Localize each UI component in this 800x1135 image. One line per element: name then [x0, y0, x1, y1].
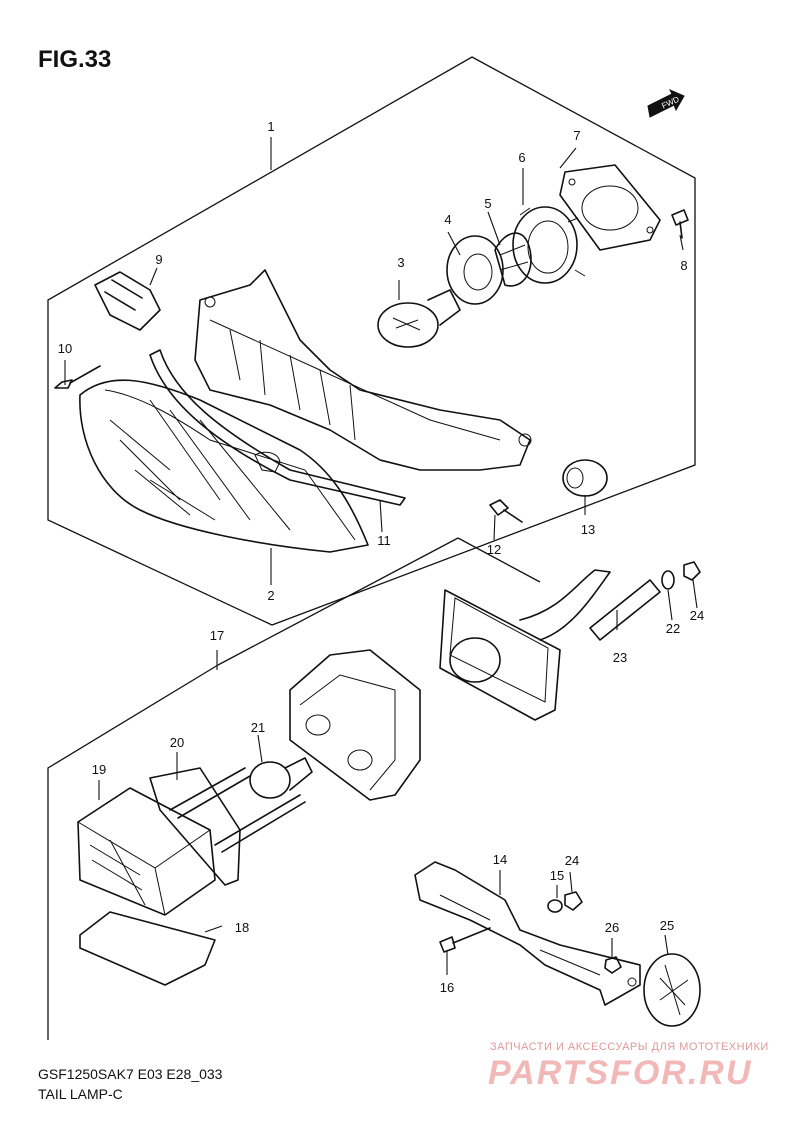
callout-10: 10 [58, 341, 72, 356]
washer-part-22 [661, 570, 675, 590]
callout-6: 6 [518, 150, 525, 165]
callout-3: 3 [397, 255, 404, 270]
callout-8: 8 [680, 258, 687, 273]
reflector-part-25 [643, 953, 701, 1027]
callout-24-lower: 24 [565, 853, 579, 868]
screw-part-12 [489, 499, 523, 523]
upper-assembly-frame [47, 56, 696, 626]
gasket-part-11 [149, 349, 406, 506]
diagram-title: TAIL LAMP-C [38, 1086, 123, 1102]
figure-title: FIG.33 [38, 46, 112, 73]
nut-part-26 [604, 956, 622, 974]
lower-frame-top-edge [217, 537, 459, 666]
grommet-part-13 [562, 459, 608, 497]
screw-part-16 [439, 927, 491, 953]
lens-part-19 [77, 787, 216, 916]
callout-22: 22 [666, 621, 680, 636]
clip-part-9 [94, 271, 161, 331]
callout-25: 25 [660, 918, 674, 933]
callout-9: 9 [155, 252, 162, 267]
lens-part-2 [79, 379, 369, 553]
lower-assembly-frame [47, 537, 541, 1040]
mounting-studs [169, 767, 306, 853]
callout-13: 13 [581, 522, 595, 537]
callout-leader-lines [64, 137, 698, 975]
watermark-tagline: ЗАПЧАСТИ И АКСЕССУАРЫ ДЛЯ МОТОТЕХНИКИ [490, 1041, 769, 1053]
license-lamp-body-part-17 [289, 569, 611, 801]
callout-4: 4 [444, 212, 451, 227]
watermark-logo: PARTSFOR.RU [488, 1054, 753, 1092]
callout-1: 1 [267, 119, 274, 134]
callout-17: 17 [210, 628, 224, 643]
diagram-code: GSF1250SAK7 E03 E28_033 [38, 1066, 223, 1082]
screw-part-8 [671, 209, 689, 239]
fwd-label: FWD [660, 95, 681, 111]
screw-part-10 [54, 365, 101, 389]
bulb-part-21 [249, 757, 313, 799]
bulb-part-3 [377, 289, 461, 348]
callout-16: 16 [440, 980, 454, 995]
callout-26: 26 [605, 920, 619, 935]
callout-23: 23 [613, 650, 627, 665]
seal-plate-part-18 [79, 911, 216, 986]
callout-7: 7 [573, 128, 580, 143]
callout-12: 12 [487, 542, 501, 557]
callout-5: 5 [484, 196, 491, 211]
cover-plate-part-7 [559, 164, 661, 251]
nut-part-24-upper [683, 561, 701, 581]
callout-14: 14 [493, 852, 507, 867]
callout-19: 19 [92, 762, 106, 777]
callout-24-upper: 24 [690, 608, 704, 623]
callout-11: 11 [377, 533, 391, 548]
callout-15: 15 [550, 868, 564, 883]
socket-seal-part-5 [494, 232, 532, 287]
gasket-part-20 [149, 767, 241, 886]
spacer-part-23 [589, 579, 661, 641]
callout-18: 18 [235, 920, 249, 935]
washer-part-15 [547, 899, 563, 913]
nut-part-24-lower [564, 891, 583, 911]
callout-2: 2 [267, 588, 274, 603]
callout-21: 21 [251, 720, 265, 735]
bracket-part-14 [414, 861, 641, 1006]
fwd-arrow-icon: FWD [647, 89, 685, 118]
callout-20: 20 [170, 735, 184, 750]
housing-part-1 [194, 269, 532, 473]
socket-part-4 [446, 235, 529, 305]
